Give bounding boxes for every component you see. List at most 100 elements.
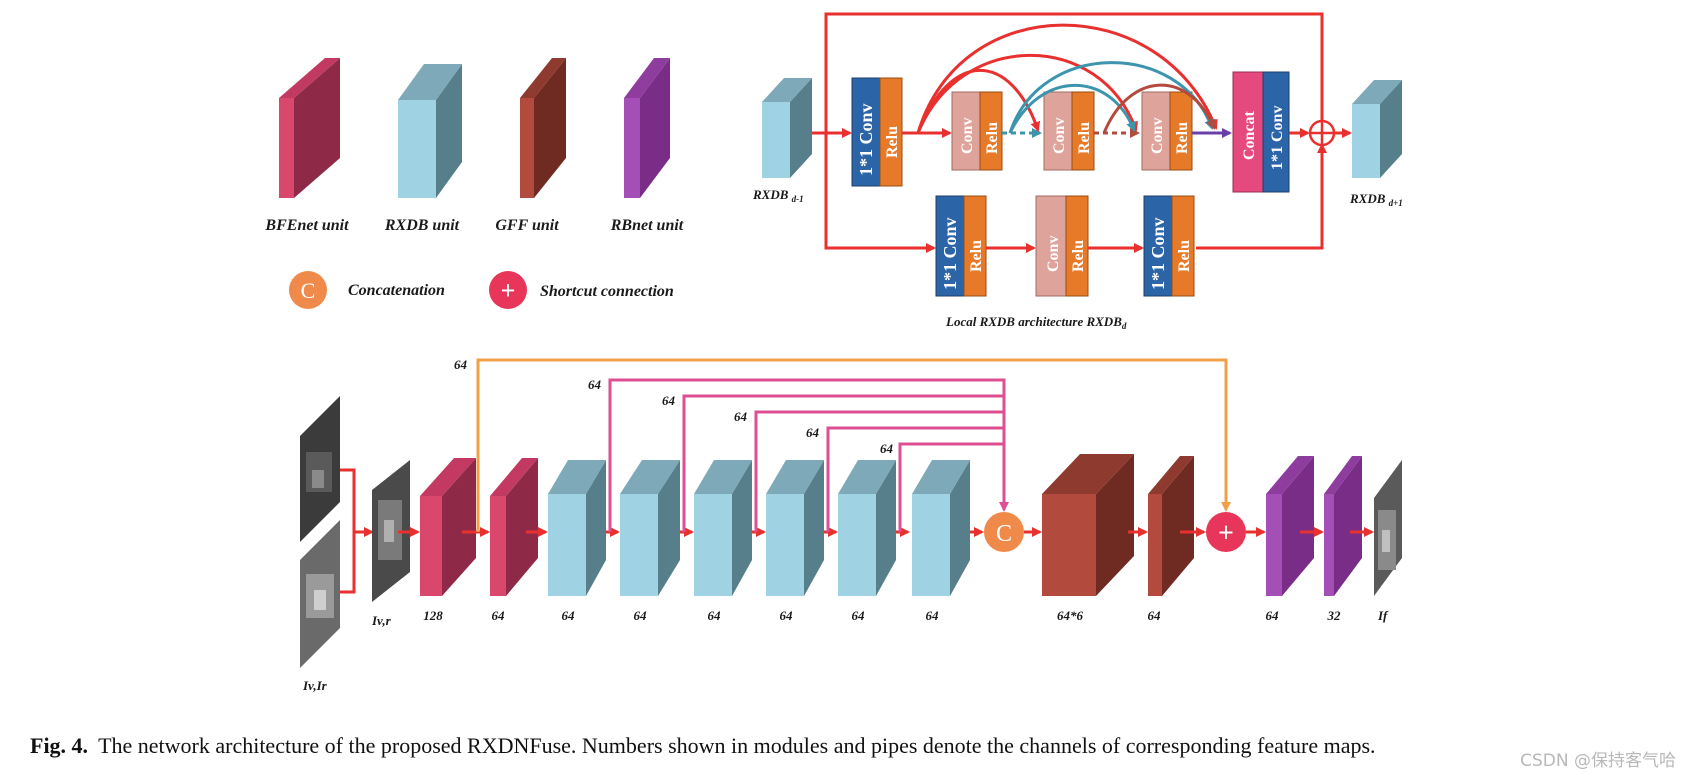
- svg-text:1*1 Conv: 1*1 Conv: [856, 103, 876, 176]
- concat-node-icon: [984, 512, 1024, 552]
- legend-shortcut-symbol: +: [501, 276, 516, 305]
- rxdb-lower-conv-relu: Conv Relu: [1035, 195, 1089, 297]
- input-image-infrared: [300, 520, 340, 668]
- output-image: [1374, 460, 1402, 596]
- rbnet-block-2: [1324, 456, 1362, 596]
- legend-bfenet-block: [279, 58, 340, 198]
- channel-label: 64: [708, 608, 722, 623]
- legend-shortcut-icon: [489, 271, 527, 309]
- channel-label: 64: [1148, 608, 1162, 623]
- channel-label: 128: [423, 608, 443, 623]
- main-network: Iv,Ir Iv,r: [300, 357, 1402, 693]
- figure-caption: Fig. 4. The network architecture of the p…: [30, 733, 1670, 759]
- channel-label: 64: [492, 608, 506, 623]
- skip-label: 64: [662, 393, 676, 408]
- figure-number: Fig. 4.: [30, 733, 89, 758]
- rxdb-block-1: [548, 460, 606, 596]
- legend: BFEnet unit RXDB unit GFF unit RBnet uni…: [264, 58, 684, 309]
- gff-block-large: [1042, 454, 1134, 596]
- input-concat-image: [372, 460, 410, 602]
- svg-text:1*1 Conv: 1*1 Conv: [1269, 106, 1286, 170]
- shortcut-node-icon: [1206, 512, 1246, 552]
- shortcut-node-symbol: +: [1218, 518, 1234, 549]
- watermark: CSDN @保持客气哈: [1520, 751, 1676, 771]
- rxdb-block-6: [912, 460, 970, 596]
- legend-rbnet-block: [624, 58, 670, 198]
- channel-label: 64: [780, 608, 794, 623]
- legend-gff-block: [520, 58, 566, 198]
- rxdb-lower-conv1x1-b: 1*1 Conv Relu: [1143, 195, 1195, 297]
- rxdb-input-block: [762, 78, 812, 178]
- legend-concat-label: Concatenation: [348, 282, 445, 299]
- rxdb-conv-relu-3: Conv Relu: [1141, 91, 1193, 171]
- rxdb-concat-conv: Concat 1*1 Conv: [1232, 71, 1290, 193]
- dense-arc-3: [916, 54, 1138, 134]
- local-rxdb-caption: Local RXDB architecture RXDBd: [945, 314, 1127, 331]
- svg-text:Conv: Conv: [1149, 118, 1166, 154]
- global-skip-path: [476, 358, 1231, 532]
- input-image-visible: [300, 396, 340, 542]
- rxdb-shortcut-add-icon: [1308, 119, 1336, 147]
- rxdb-conv-relu-2: Conv Relu: [1043, 91, 1095, 171]
- svg-text:Conv: Conv: [1045, 236, 1062, 272]
- legend-rxdb-block: [398, 64, 462, 198]
- legend-shortcut-label: Shortcut connection: [540, 283, 674, 300]
- rxdb-block-3: [694, 460, 752, 596]
- legend-rbnet-label: RBnet unit: [610, 217, 684, 234]
- skip-path-2: [682, 394, 1004, 532]
- channel-label: 64*6: [1057, 608, 1084, 623]
- local-rxdb-architecture: RXDB d-1 1*1 Conv Relu Conv Relu Conv Re…: [752, 12, 1403, 331]
- lower-branch-path: [824, 130, 936, 253]
- skip-label: 64: [454, 357, 468, 372]
- rxdb-block-4: [766, 460, 824, 596]
- legend-gff-label: GFF unit: [495, 217, 559, 234]
- svg-text:Relu: Relu: [884, 126, 901, 158]
- svg-text:1*1 Conv: 1*1 Conv: [940, 217, 960, 290]
- outer-residual-path: [824, 12, 1327, 136]
- rbnet-block-1: [1266, 456, 1314, 596]
- input-label: Iv,Ir: [302, 678, 328, 693]
- svg-text:Concat: Concat: [1241, 110, 1258, 160]
- rxdb-lower-conv1x1-a: 1*1 Conv Relu: [935, 195, 987, 297]
- channel-label: 32: [1327, 608, 1342, 623]
- rxdb-conv1x1-first: 1*1 Conv Relu: [851, 77, 903, 187]
- channel-label: 64: [634, 608, 648, 623]
- legend-concat-icon: [289, 271, 327, 309]
- dense-arc-5: [1008, 84, 1136, 134]
- skip-label: 64: [806, 425, 820, 440]
- svg-text:Relu: Relu: [968, 240, 985, 272]
- dense-arc-1: [916, 23, 1218, 134]
- rxdb-input-label: RXDB d-1: [752, 187, 804, 204]
- channel-label: 64: [852, 608, 866, 623]
- legend-bfenet-label: BFEnet unit: [264, 217, 349, 234]
- rxdb-conv-relu-1: Conv Relu: [951, 91, 1003, 171]
- svg-text:Relu: Relu: [984, 122, 1001, 154]
- channel-label: 64: [1266, 608, 1280, 623]
- skip-label: 64: [880, 441, 894, 456]
- rxdb-output-label: RXDB d+1: [1349, 191, 1403, 208]
- network-diagram: BFEnet unit RXDB unit GFF unit RBnet uni…: [264, 12, 1403, 693]
- legend-rxdb-label: RXDB unit: [384, 217, 460, 234]
- skip-label: 64: [588, 377, 602, 392]
- dense-arc-6: [1102, 83, 1216, 134]
- svg-text:Relu: Relu: [1176, 240, 1193, 272]
- skip-path-5: [898, 442, 1004, 532]
- channel-label: 64: [562, 608, 576, 623]
- svg-text:Relu: Relu: [1174, 122, 1191, 154]
- figure-caption-text: The network architecture of the proposed…: [98, 733, 1376, 758]
- gff-block-small: [1148, 456, 1194, 596]
- svg-text:Conv: Conv: [959, 118, 976, 154]
- bfenet-block-2: [490, 458, 538, 596]
- output-label: If: [1377, 608, 1389, 623]
- bfenet-block-1: [420, 458, 476, 596]
- rxdb-block-2: [620, 460, 680, 596]
- svg-text:Conv: Conv: [1051, 118, 1068, 154]
- rxdb-output-block: [1352, 80, 1402, 178]
- channel-label: 64: [926, 608, 940, 623]
- svg-text:Relu: Relu: [1070, 240, 1087, 272]
- svg-text:1*1 Conv: 1*1 Conv: [1148, 217, 1168, 290]
- skip-path-4: [826, 426, 1004, 532]
- legend-concat-symbol: C: [301, 278, 316, 303]
- lower-branch-return: [1196, 143, 1327, 250]
- input2-label: Iv,r: [371, 613, 392, 628]
